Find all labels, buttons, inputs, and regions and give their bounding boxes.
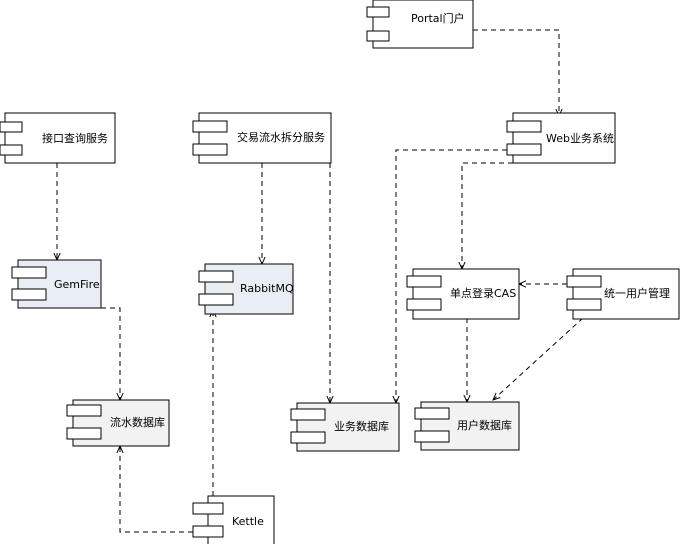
- component-split-service-label: 交易流水拆分服务: [237, 130, 325, 144]
- component-sso-cas[interactable]: 单点登录CAS: [406, 268, 520, 320]
- component-flow-db-label: 流水数据库: [110, 415, 165, 429]
- component-gemfire[interactable]: GemFire: [11, 259, 102, 309]
- component-web-system-label: Web业务系统: [546, 132, 614, 145]
- component-query-service-box: [4, 112, 116, 164]
- edge-web-to-sso: [462, 162, 522, 269]
- component-icon-tab: [290, 408, 326, 421]
- component-portal-box: [372, 0, 474, 49]
- component-portal-label: Portal门户: [411, 11, 465, 25]
- component-icon-tab: [366, 6, 390, 18]
- component-icon-tab: [192, 525, 224, 538]
- component-rabbitmq[interactable]: RabbitMQ: [198, 263, 294, 315]
- component-portal[interactable]: Portal门户: [366, 0, 474, 49]
- component-icon-tab: [198, 270, 234, 283]
- component-icon-tab: [506, 143, 542, 156]
- component-icon-tab: [198, 293, 234, 306]
- component-icon-tab: [66, 404, 102, 417]
- edge-portal-to-web: [473, 29, 559, 116]
- component-query-service-label: 接口查询服务: [42, 131, 108, 145]
- component-biz-db[interactable]: 业务数据库: [290, 402, 400, 452]
- component-flow-db[interactable]: 流水数据库: [66, 399, 170, 447]
- component-icon-tab: [566, 275, 602, 288]
- component-kettle[interactable]: Kettle: [192, 495, 275, 544]
- component-icon-tab: [414, 430, 450, 443]
- component-icon-tab: [11, 288, 47, 301]
- component-split-service[interactable]: 交易流水拆分服务: [192, 112, 332, 164]
- component-icon-tab: [290, 431, 326, 444]
- edge-gemfire-to-flowdb: [101, 307, 120, 400]
- component-web-system[interactable]: Web业务系统: [506, 112, 616, 164]
- component-icon-tab: [192, 120, 228, 133]
- edge-kettle-to-flowdb: [120, 446, 193, 533]
- component-icon-tab: [192, 143, 228, 156]
- component-sso-cas-label: 单点登录CAS: [450, 286, 516, 300]
- component-user-db[interactable]: 用户数据库: [414, 401, 520, 451]
- component-icon-tab: [192, 502, 224, 515]
- component-icon-tab: [414, 407, 450, 420]
- component-gemfire-label: GemFire: [54, 278, 100, 291]
- component-icon-tab: [366, 30, 390, 42]
- component-icon-tab: [0, 144, 23, 156]
- component-icon-tab: [406, 298, 442, 311]
- dependency-edges: [57, 29, 584, 533]
- component-biz-db-label: 业务数据库: [334, 419, 389, 433]
- component-icon-tab: [566, 298, 602, 311]
- component-icon-tab: [406, 275, 442, 288]
- component-user-db-label: 用户数据库: [457, 418, 512, 432]
- component-rabbitmq-label: RabbitMQ: [240, 282, 294, 295]
- component-icon-tab: [0, 121, 23, 133]
- component-kettle-label: Kettle: [232, 515, 264, 528]
- component-icon-tab: [11, 266, 47, 279]
- component-icon-tab: [66, 427, 102, 440]
- edge-web-to-bizdb: [396, 149, 507, 403]
- component-user-mgmt-label: 统一用户管理: [604, 286, 670, 300]
- component-icon-tab: [506, 120, 542, 133]
- component-query-service[interactable]: 接口查询服务: [0, 112, 116, 164]
- edge-usermgmt-to-userdb: [493, 317, 584, 400]
- component-user-mgmt[interactable]: 统一用户管理: [566, 268, 680, 320]
